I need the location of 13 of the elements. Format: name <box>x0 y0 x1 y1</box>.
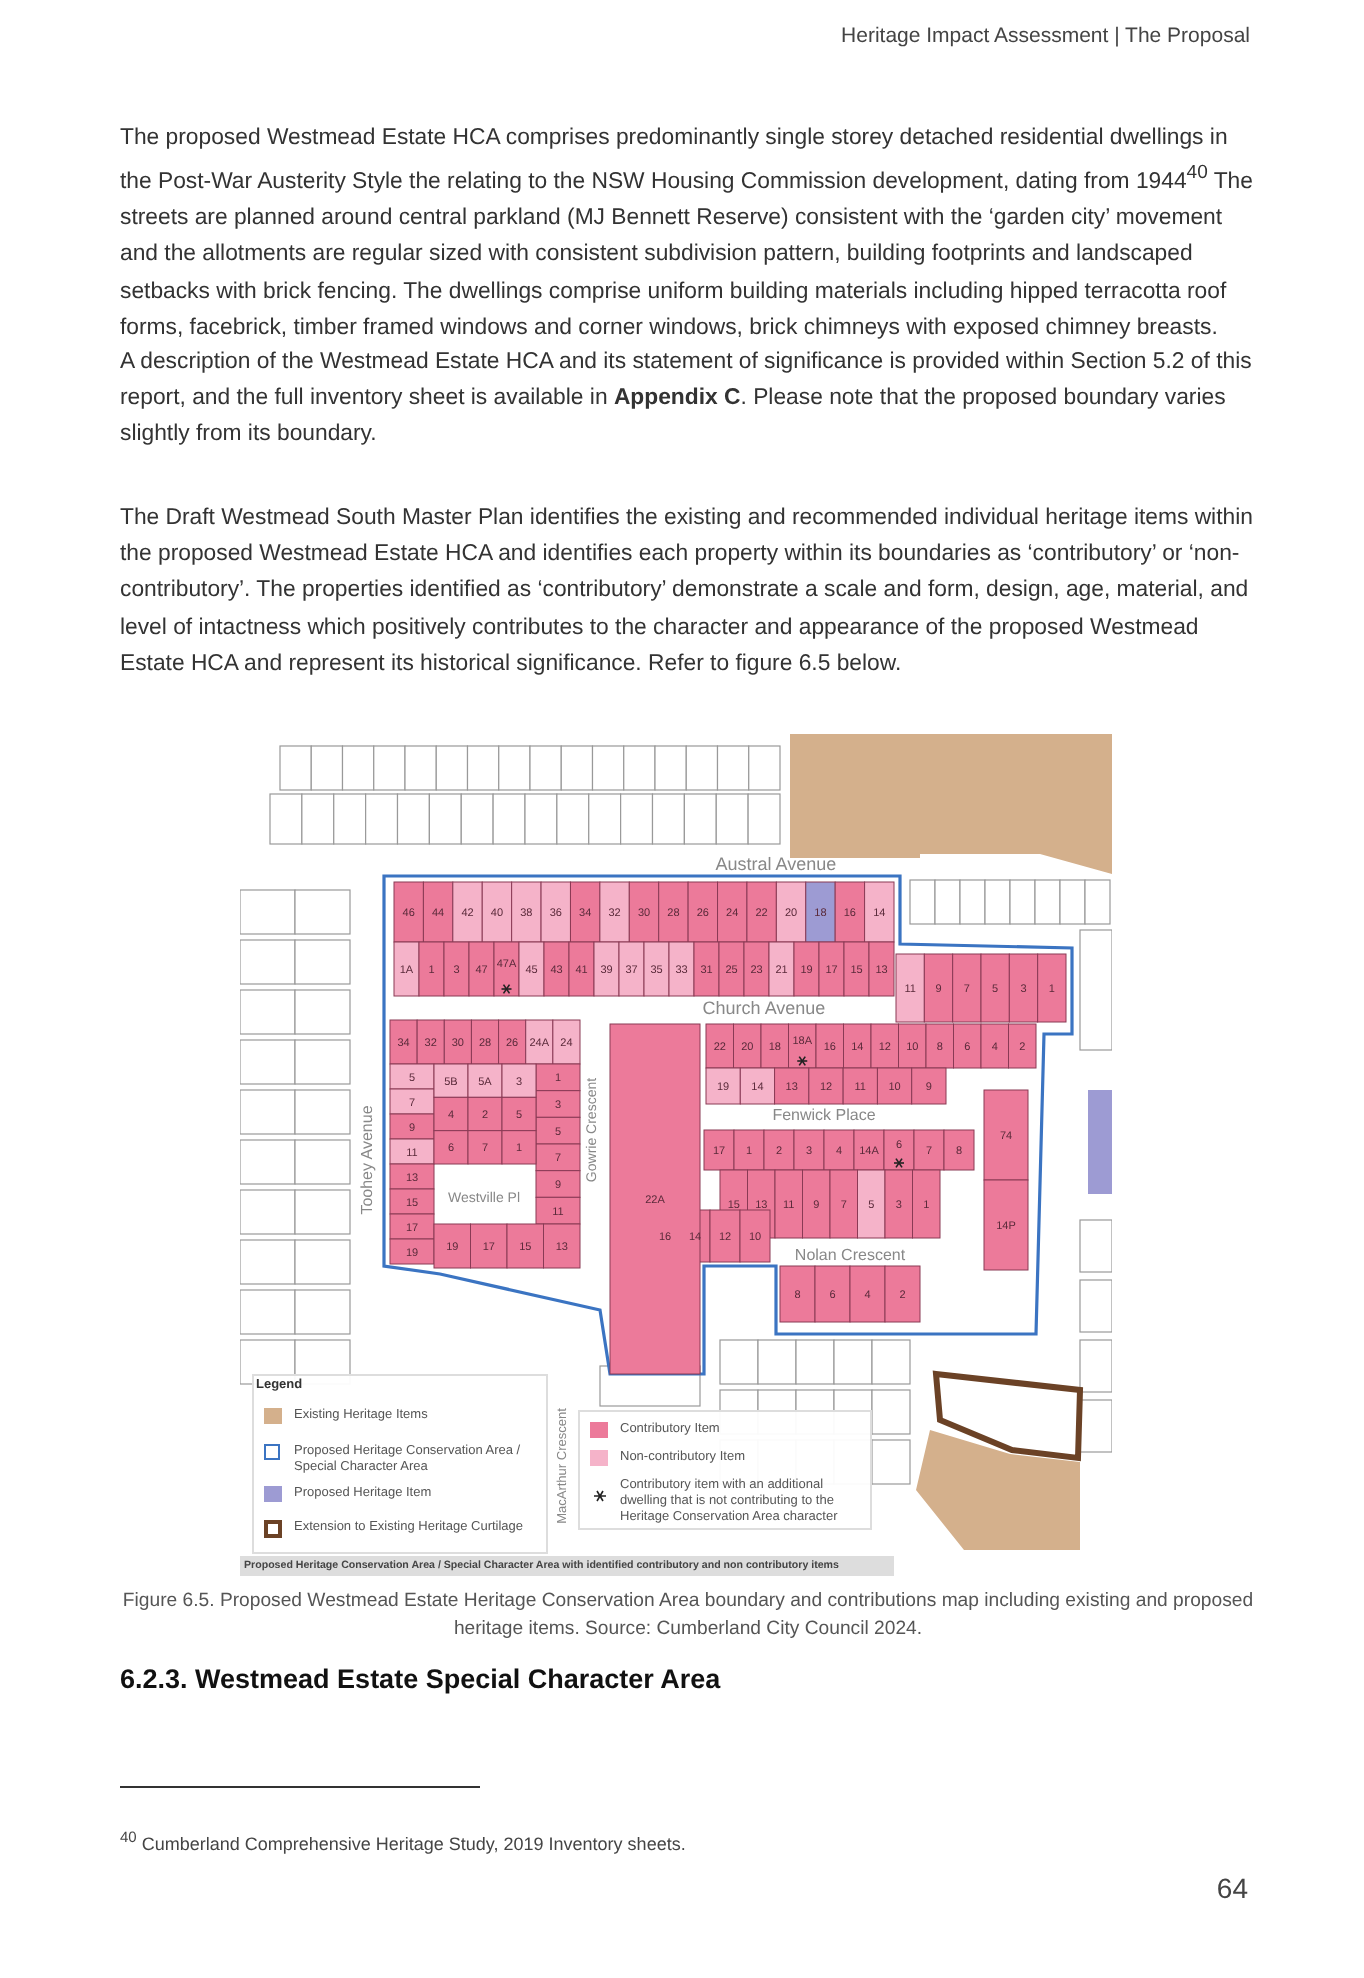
page-number: 64 <box>1216 1872 1248 1904</box>
street-name: Church Avenue <box>702 998 826 1018</box>
footnote: $^{40}$ Cumberland Comprehensive Heritage Study, 2019 Inventory sheets. <box>120 1828 686 1854</box>
figure-caption: Figure 6.5. Proposed Westmead Estate Heritage Conservation Area boundary and contributions map including existing and proposed heritage items. Source: Cumberland City Council 2024. <box>120 1588 1256 1644</box>
body-paragraph: The Draft Westmead South Master Plan identifies the existing and recommended individual heritage items within the proposed Westmead Estate HCA and identifies each property within its boundaries as ‘contributory’ or ‘non-contributory’. The properties identified as ‘contributory’ demonstrate a scale and form, design, age, material, and level of intactness which positively contributes to the character and appearance of the proposed Westmead Estate HCA and represent its historical significance. Refer to figure 6.5 below. <box>120 504 1255 680</box>
street-name: Nolan Crescent <box>794 1246 906 1264</box>
street-name: Fenwick Place <box>772 1106 876 1124</box>
section-heading: 6.2.3. Westmead Estate Special Character Area <box>120 1664 721 1694</box>
street-name: Austral Avenue <box>715 854 837 874</box>
body-paragraph: A description of the Westmead Estate HCA and its statement of significance is provided within Section 5.2 of this report, and the full inventory sheet is available in Appendix C. Please note that the proposed boundary varies slightly from its boundary. <box>120 348 1254 451</box>
page-header: Heritage Impact Assessment | The Proposal <box>841 24 1250 48</box>
street-name: Toohey Avenue <box>358 1105 376 1215</box>
body-paragraph: The proposed Westmead Estate HCA comprises predominantly single storey detached residential dwellings in the Post-War Austerity Style the relating to the NSW Housing Commission development, dating from 1944$^{40}$ The streets are planned around central parkland (MJ Bennett Reserve) consistent with the ‘garden city’ movement and the allotments are regular sized with consistent subdivision pattern, building footprints and landscaped setbacks with brick fencing. The dwellings comprise uniform building materials including hipped terracotta roof forms, facebrick, timber framed windows and corner windows, brick chimneys with exposed chimney breasts. <box>120 124 1255 344</box>
